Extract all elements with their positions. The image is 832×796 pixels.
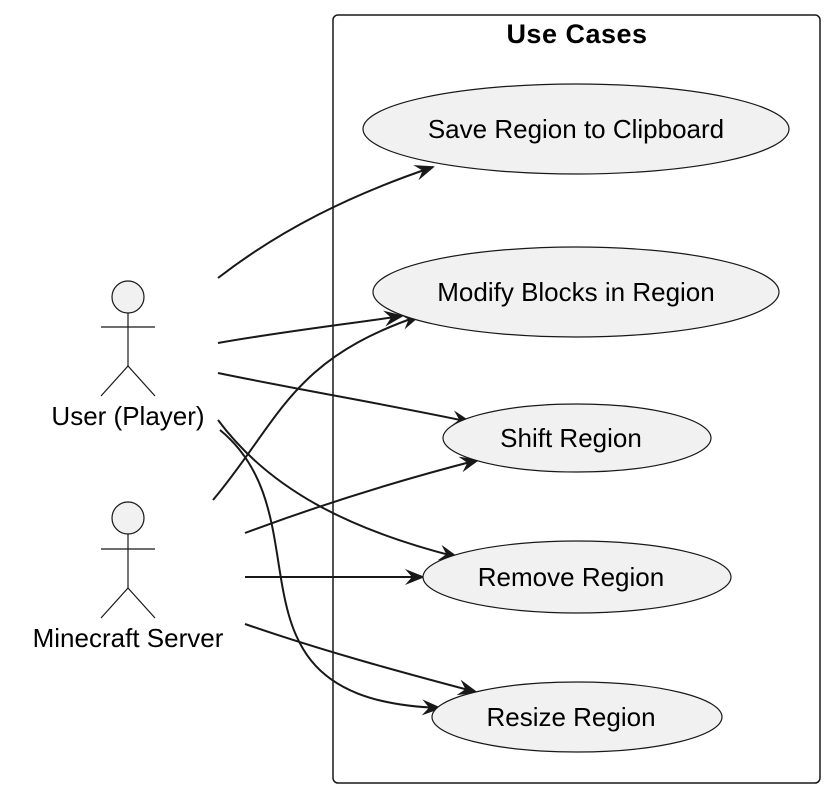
association-server-modify [212,314,421,501]
actor-server: Minecraft Server [33,501,224,653]
actor-user: User (Player) [51,280,205,431]
use-case-remove-label: Remove Region [478,562,664,592]
association-server-shift [244,456,480,534]
use-case-shift: Shift Region [442,403,712,473]
boundary-title: Use Cases [506,19,647,49]
use-case-shift-label: Shift Region [500,423,642,453]
use-case-remove-ellipse [422,540,732,614]
use-case-remove: Remove Region [422,540,732,614]
use-case-modify-label: Modify Blocks in Region [437,277,714,307]
use-case-modify-ellipse [372,246,780,338]
actor-user-head [111,280,145,314]
association-user-resize [219,429,442,716]
use-case-save-ellipse [362,83,790,175]
association-user-save [217,165,435,279]
actor-user-label: User (Player) [51,401,204,431]
actor-server-left-leg [100,587,129,619]
use-case-resize-ellipse [431,681,723,753]
association-server-resize [244,623,478,696]
actor-server-head [111,501,145,535]
use-case-save: Save Region to Clipboard [362,83,790,175]
use-case-resize: Resize Region [431,681,723,753]
actor-server-right-leg [127,587,156,619]
association-user-remove [217,419,459,561]
actor-user-right-leg [127,365,156,397]
association-user-shift [217,372,472,427]
association-user-modify [217,310,404,344]
actor-user-left-leg [100,365,129,397]
associations [212,165,480,716]
use-case-shift-ellipse [442,403,712,473]
actor-server-label: Minecraft Server [33,623,224,653]
use-case-resize-label: Resize Region [486,702,655,732]
use-case-save-label: Save Region to Clipboard [428,114,724,144]
use-case-modify: Modify Blocks in Region [372,246,780,338]
